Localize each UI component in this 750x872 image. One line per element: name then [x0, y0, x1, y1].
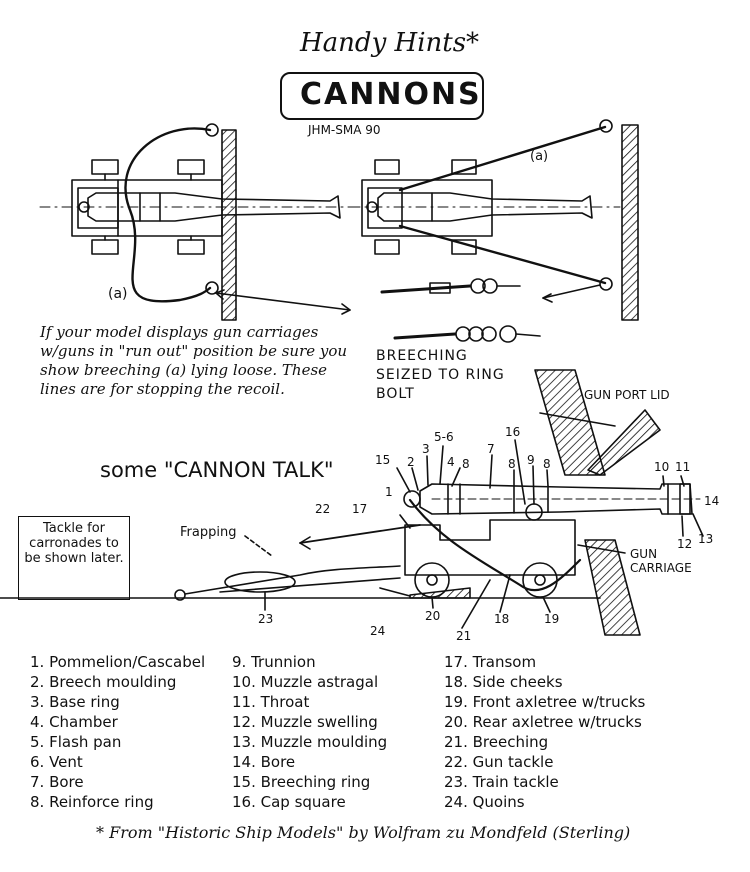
legend-21: 21. Breeching: [444, 733, 549, 751]
legend-6: 6. Vent: [30, 753, 83, 771]
legend-24: 24. Quoins: [444, 793, 525, 811]
legend-15: 15. Breeching ring: [232, 773, 371, 791]
legend-20: 20. Rear axletree w/trucks: [444, 713, 642, 731]
legend-13: 13. Muzzle moulding: [232, 733, 388, 751]
callout-2: 2: [407, 455, 415, 469]
run-out-note: If your model displays gun carriages w/g…: [40, 323, 348, 398]
callout-13: 13: [698, 532, 714, 546]
source-credit: * From "Historic Ship Models" by Wolfram…: [96, 823, 631, 842]
label-a-left: (a): [108, 286, 128, 302]
legend-22: 22. Gun tackle: [444, 753, 554, 771]
callout-20: 20: [425, 609, 441, 623]
legend-1: 1. Pommelion/Cascabel: [30, 653, 206, 671]
side-view-gun: [0, 369, 704, 636]
legend-4: 4. Chamber: [30, 713, 118, 731]
title-plaque: [280, 72, 484, 120]
legend-2: 2. Breech moulding: [30, 673, 177, 691]
legend-3: 3. Base ring: [30, 693, 120, 711]
callout-19: 19: [544, 612, 560, 626]
tackle-note: Tackle for carronades to be shown later.: [24, 521, 124, 566]
tackle-note-box: [18, 516, 130, 600]
callout-22: 22: [315, 502, 331, 516]
label-a-right: (a): [530, 149, 549, 164]
legend-19: 19. Front axletree w/trucks: [444, 693, 646, 711]
callout-1: 1: [385, 485, 393, 499]
callout-11: 11: [675, 460, 691, 474]
author-code: JHM-SMA 90: [308, 123, 381, 137]
callout-4: 4: [447, 455, 455, 469]
top-right-gun-plan: [215, 119, 639, 321]
callout-23: 23: [258, 612, 274, 626]
legend-12: 12. Muzzle swelling: [232, 713, 378, 731]
callout-21: 21: [456, 629, 472, 643]
legend-7: 7. Bore: [30, 773, 84, 791]
callout-24: 24: [370, 624, 386, 638]
callout-8c: 8: [543, 457, 551, 471]
callout-10: 10: [654, 460, 670, 474]
callout-9: 9: [527, 453, 535, 467]
callout-8b: 8: [508, 457, 516, 471]
callout-15: 15: [375, 453, 391, 467]
legend-5: 5. Flash pan: [30, 733, 122, 751]
callout-5-6: 5-6: [434, 430, 454, 444]
breeching-caption: BREECHING SEIZED TO RING BOLT: [376, 348, 505, 402]
callout-12: 12: [677, 537, 693, 551]
frapping-label: Frapping: [180, 525, 237, 540]
handy-hints-heading: Handy Hints*: [300, 28, 480, 58]
legend-17: 17. Transom: [444, 653, 537, 671]
gun-carriage-label: GUN CARRIAGE: [630, 547, 692, 575]
callout-7: 7: [487, 442, 495, 456]
gun-port-lid-label: GUN PORT LID: [584, 388, 670, 402]
legend-14: 14. Bore: [232, 753, 296, 771]
callout-18: 18: [494, 612, 510, 626]
legend-18: 18. Side cheeks: [444, 673, 563, 691]
legend-9: 9. Trunnion: [232, 653, 316, 671]
cannon-talk-heading: some "CANNON TALK": [100, 458, 334, 482]
legend-11: 11. Throat: [232, 693, 310, 711]
page-title: CANNONS: [300, 77, 482, 112]
callout-3: 3: [422, 442, 430, 456]
callout-14: 14: [704, 494, 720, 508]
legend-23: 23. Train tackle: [444, 773, 559, 791]
callout-16: 16: [505, 425, 521, 439]
callout-17: 17: [352, 502, 368, 516]
top-left-gun-plan: [39, 123, 361, 321]
legend-10: 10. Muzzle astragal: [232, 673, 379, 691]
legend-8: 8. Reinforce ring: [30, 793, 154, 811]
callout-8a: 8: [462, 457, 470, 471]
breeching-detail: [380, 278, 541, 343]
legend-16: 16. Cap square: [232, 793, 346, 811]
